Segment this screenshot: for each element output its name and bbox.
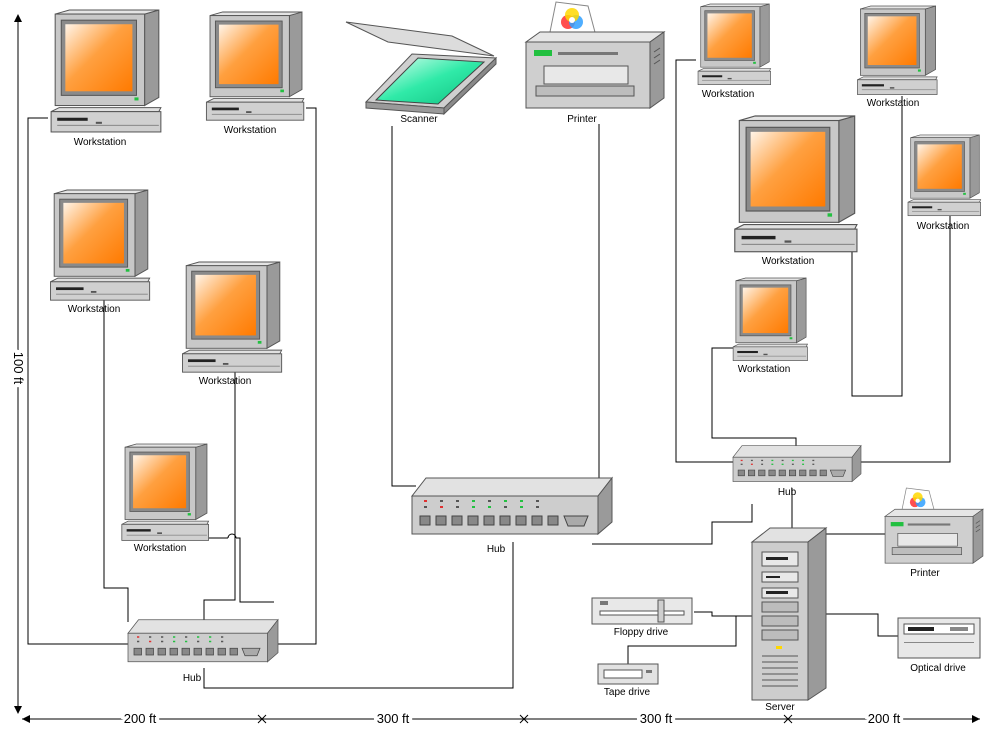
workstation-2[interactable]: Workstation <box>205 11 305 136</box>
workstation-4[interactable]: Workstation <box>182 261 283 387</box>
hub-left-label: Hub <box>183 673 202 684</box>
workstation-6-label: Workstation <box>702 89 755 100</box>
dimension-vertical: 100 ft <box>11 352 26 385</box>
workstation-2-label: Workstation <box>224 125 277 136</box>
workstation-3-label: Workstation <box>68 304 121 315</box>
workstation-9-label: Workstation <box>917 221 970 232</box>
hub-left[interactable]: Hub <box>127 619 279 684</box>
workstation-4-label: Workstation <box>199 376 252 387</box>
hub-center-label: Hub <box>487 544 506 555</box>
workstation-1-label: Workstation <box>74 137 127 148</box>
dimension-2: 300 ft <box>377 711 410 726</box>
optical-drive-label: Optical drive <box>910 663 966 674</box>
hub-right[interactable]: Hub <box>732 445 862 498</box>
scanner-label: Scanner <box>400 114 438 125</box>
floppy-drive-label: Floppy drive <box>614 627 669 638</box>
workstation-5[interactable]: Workstation <box>121 443 210 554</box>
workstation-8-label: Workstation <box>762 256 815 267</box>
scanner[interactable]: Scanner <box>345 21 498 125</box>
workstation-5-label: Workstation <box>134 543 187 554</box>
server-label: Server <box>765 702 795 713</box>
workstation-8[interactable]: Workstation <box>734 115 858 267</box>
server[interactable]: Server <box>751 527 827 713</box>
printer-server[interactable]: Printer <box>884 487 984 579</box>
floppy-drive[interactable]: Floppy drive <box>591 597 693 638</box>
hub-center[interactable]: Hub <box>411 477 613 555</box>
tape-drive-label: Tape drive <box>604 687 651 698</box>
workstation-9[interactable]: Workstation <box>907 134 981 232</box>
dimension-lines: 200 ft 300 ft 300 ft 200 ft 100 ft <box>8 14 980 729</box>
printer-main-label: Printer <box>567 114 597 125</box>
workstation-6[interactable]: Workstation <box>697 3 771 100</box>
workstation-3[interactable]: Workstation <box>50 189 151 315</box>
dimension-1: 200 ft <box>124 711 157 726</box>
printer-main[interactable]: Printer <box>525 1 665 125</box>
hub-right-label: Hub <box>778 487 797 498</box>
workstation-10-label: Workstation <box>738 364 791 375</box>
workstation-7[interactable]: Workstation <box>857 5 938 109</box>
workstation-7-label: Workstation <box>867 98 920 109</box>
workstation-10[interactable]: Workstation <box>732 277 808 375</box>
dimension-4: 200 ft <box>868 711 901 726</box>
dimension-3: 300 ft <box>640 711 673 726</box>
cable-layer <box>27 59 951 689</box>
optical-drive[interactable]: Optical drive <box>897 617 981 674</box>
printer-server-label: Printer <box>910 568 940 579</box>
tape-drive[interactable]: Tape drive <box>597 663 659 698</box>
workstation-1[interactable]: Workstation <box>50 9 162 148</box>
